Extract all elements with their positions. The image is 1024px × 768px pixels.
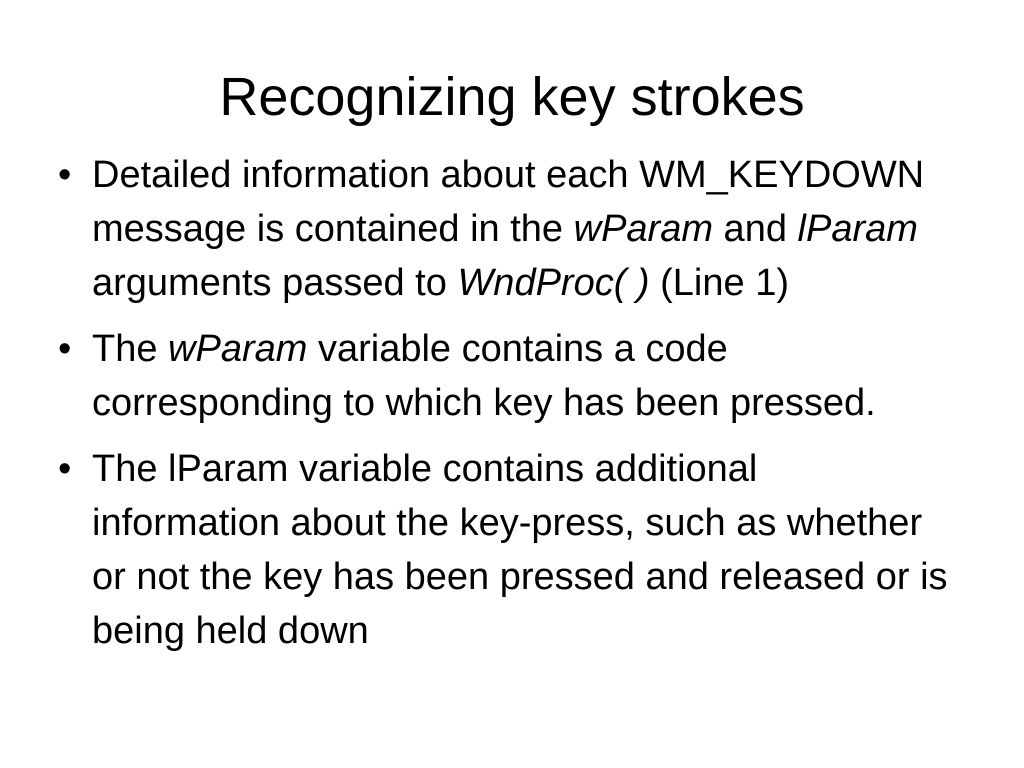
bullet-text: Detailed information about each WM_KEYDO… <box>92 154 924 304</box>
bullet-text-segment: Detailed information about each WM_KEYDO… <box>92 154 925 250</box>
code-term-wndproc: WndProc( ) <box>457 262 650 304</box>
bullet-text-segment: The <box>92 328 169 370</box>
bullet-text-segment: variable contains a code corresponding t… <box>92 328 876 424</box>
bullet-text-segment: and <box>713 208 798 250</box>
bullet-text: The wParam variable contains a code corr… <box>92 328 876 424</box>
bullet-dot-icon: • <box>58 328 72 370</box>
bullet-text-segment: (Line 1) <box>649 262 789 304</box>
code-term-lparam: lParam <box>797 208 918 250</box>
code-term-wparam: wParam <box>168 328 308 370</box>
bullet-dot-icon: • <box>58 154 72 196</box>
bullet-item: • The wParam variable contains a code co… <box>52 322 952 430</box>
bullet-text-segment: arguments passed to <box>92 262 458 304</box>
bullet-list: • Detailed information about each WM_KEY… <box>52 148 952 670</box>
bullet-dot-icon: • <box>58 448 72 490</box>
bullet-item: • Detailed information about each WM_KEY… <box>52 148 952 310</box>
slide-title: Recognizing key strokes <box>219 67 805 127</box>
code-term-wparam: wParam <box>573 208 713 250</box>
bullet-item: • The lParam variable contains additiona… <box>52 442 952 658</box>
bullet-text: The lParam variable contains additional … <box>92 448 948 652</box>
